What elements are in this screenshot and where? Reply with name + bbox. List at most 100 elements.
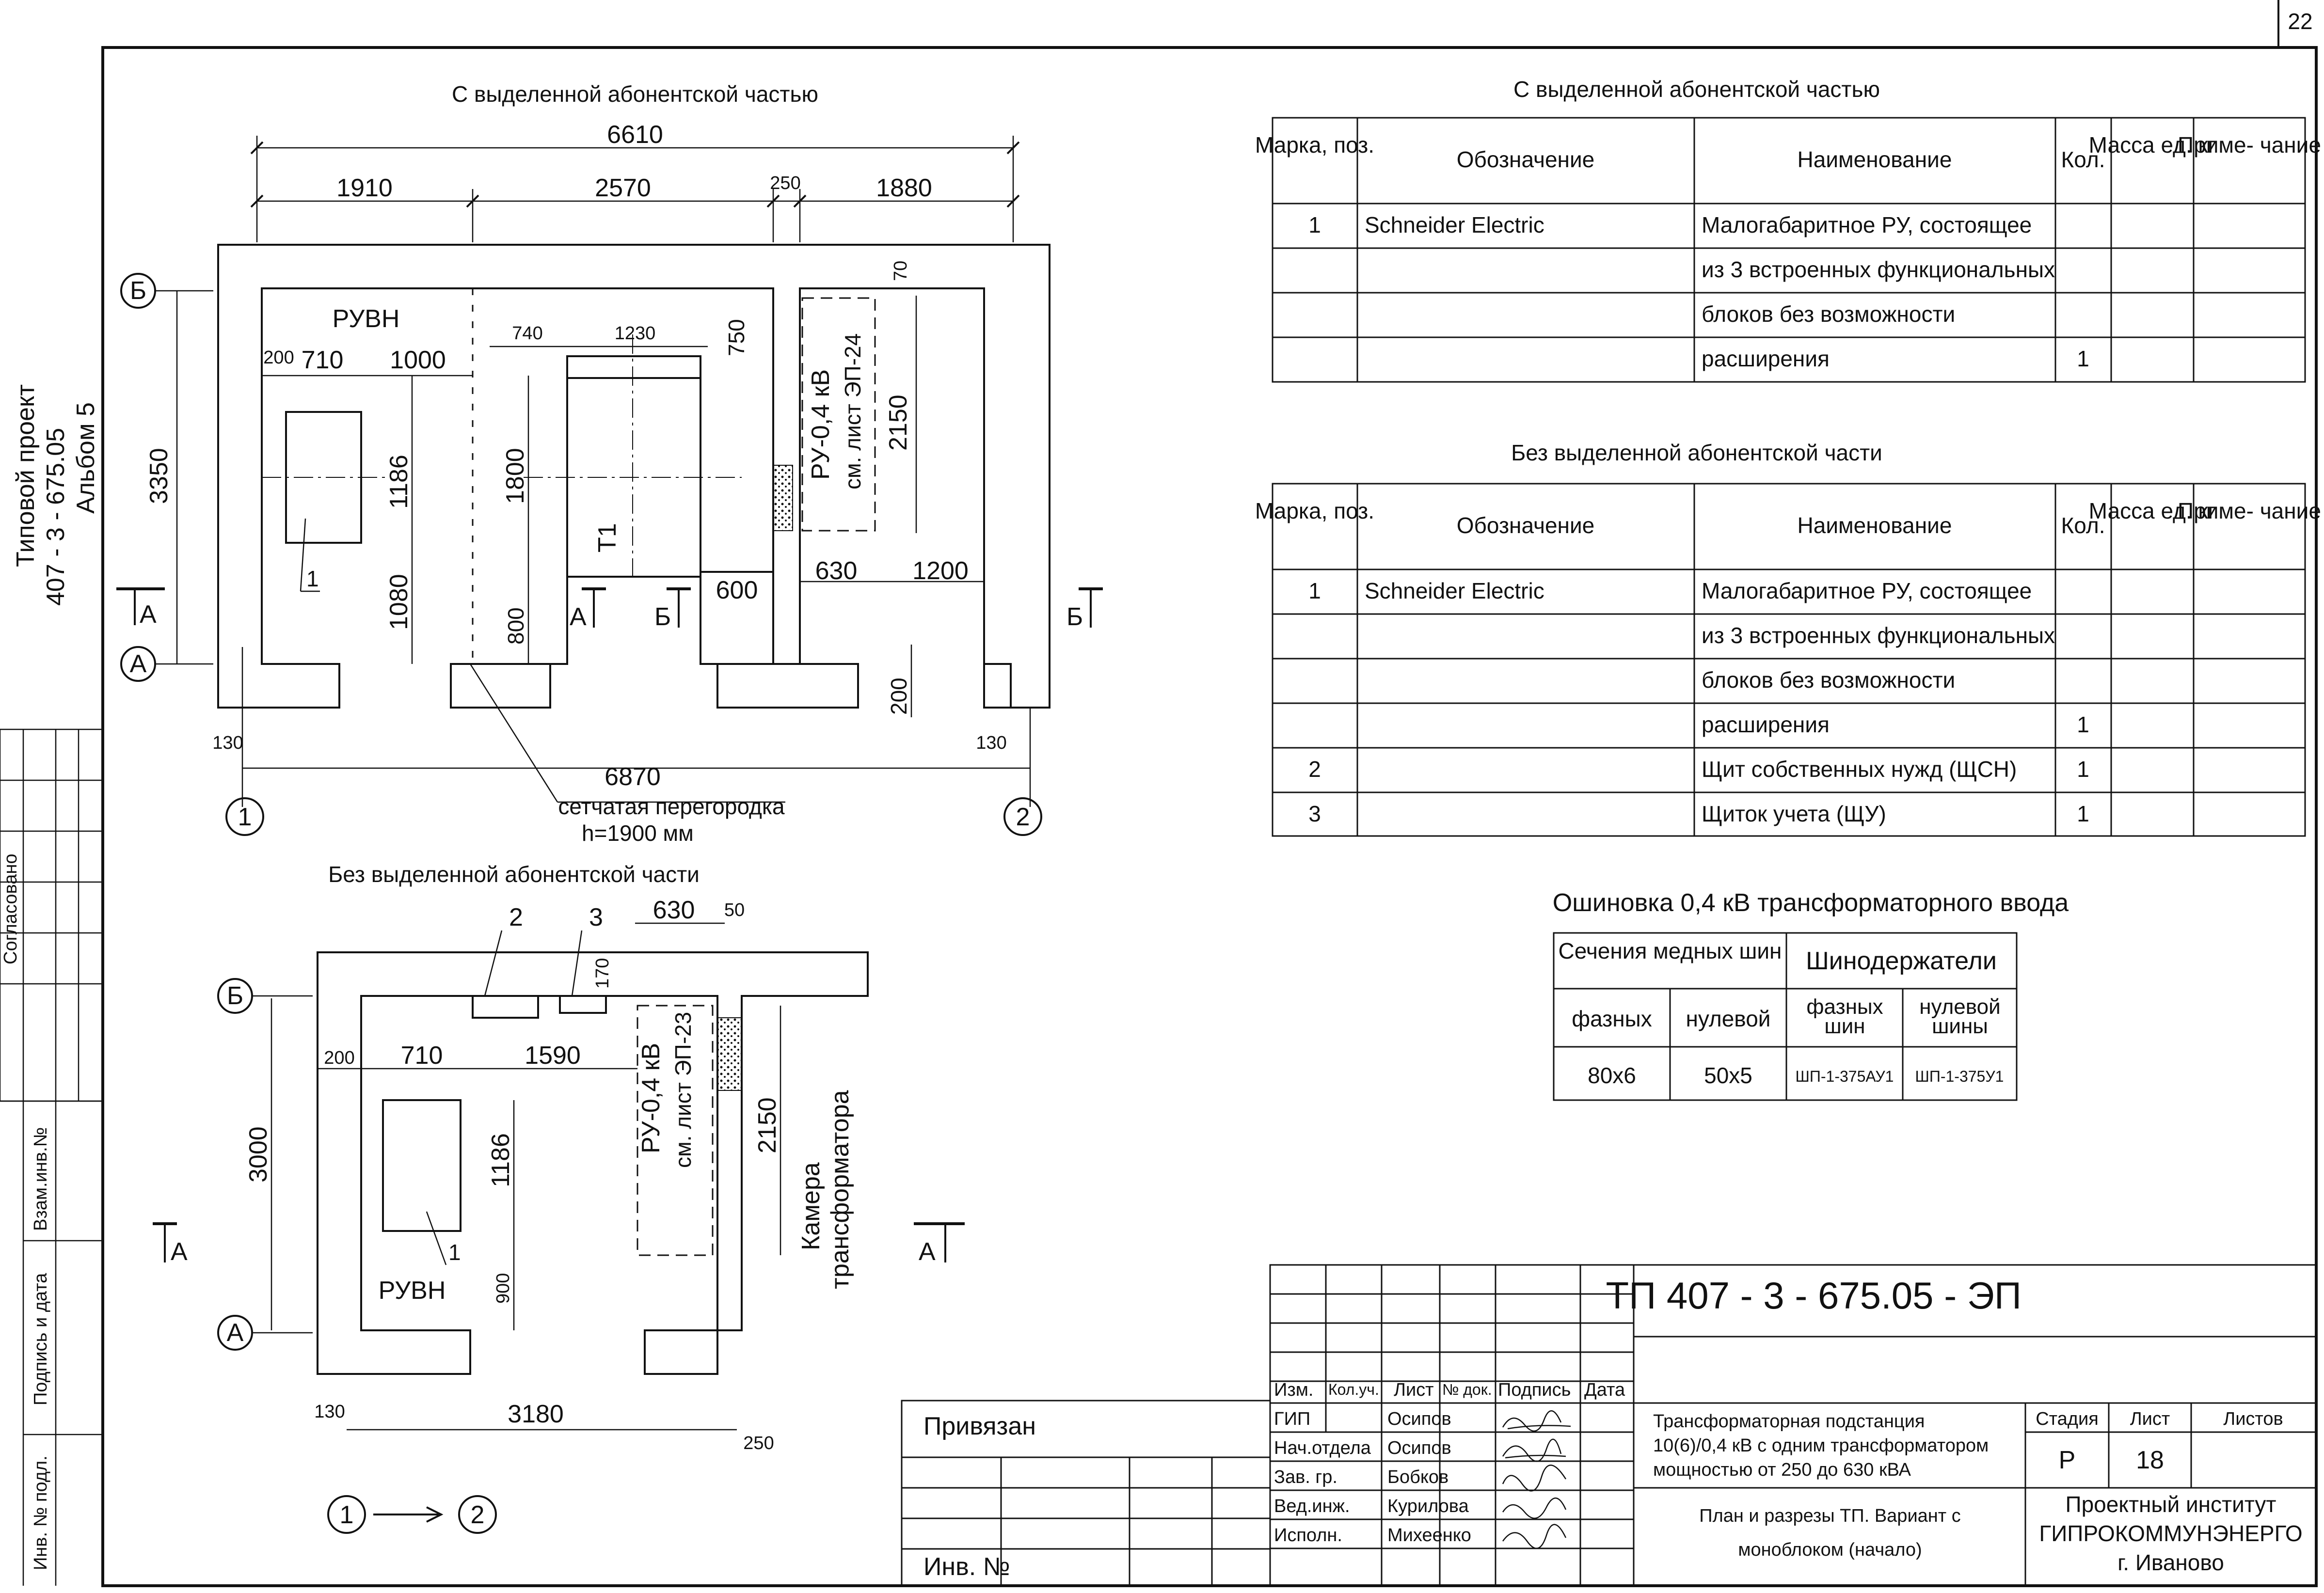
staff-4-name: Михеенко bbox=[1387, 1525, 1471, 1546]
staff-3-name: Курилова bbox=[1387, 1496, 1469, 1516]
axis-a-b: А bbox=[227, 1319, 244, 1347]
busbar-val-holder-neutral: ШП-1-375У1 bbox=[1915, 1068, 2004, 1085]
section-b-right: Б bbox=[1066, 603, 1083, 631]
plan-bottom-title: Без выделенной абонентской части bbox=[328, 862, 700, 887]
t1-rows: 1 Schneider Electric Малогабаритное РУ, … bbox=[1308, 212, 2089, 371]
t2-h-mark: Марка, поз. bbox=[1255, 498, 1374, 523]
mesh-label: сетчатая перегородка bbox=[558, 794, 785, 819]
dim-overall: 6610 bbox=[607, 121, 663, 149]
plan-bottom: Без выделенной абонентской части РУ-0,4 … bbox=[153, 862, 965, 1534]
dim-250: 250 bbox=[770, 173, 800, 193]
mesh-height: h=1900 мм bbox=[582, 820, 694, 846]
sheet-title-2: моноблоком (начало) bbox=[1738, 1540, 1922, 1560]
sheet-title-1: План и разрезы ТП. Вариант с bbox=[1699, 1506, 1961, 1526]
dim-250-b: 250 bbox=[743, 1433, 774, 1453]
t2-r5-name: Щиток учета (ЩУ) bbox=[1702, 801, 1886, 826]
leader-1: 1 bbox=[306, 566, 319, 591]
label-1: 1 bbox=[448, 1240, 461, 1265]
inv-label: Инв. № bbox=[923, 1553, 1010, 1581]
dim-50-b: 50 bbox=[724, 900, 745, 920]
col-sign: Подпись bbox=[1498, 1380, 1571, 1400]
dim-600: 600 bbox=[716, 576, 758, 604]
table1-title: С выделенной абонентской частью bbox=[1513, 77, 1880, 102]
busbar-sub-neutral-bus: нулевой шины bbox=[1919, 995, 2001, 1038]
staff-1-role: Нач.отдела bbox=[1274, 1438, 1371, 1458]
org-line-2: ГИПРОКОММУНЭНЕРГО bbox=[2039, 1521, 2302, 1546]
staff-2-name: Бобков bbox=[1387, 1467, 1449, 1487]
staff-4-role: Исполн. bbox=[1274, 1525, 1342, 1546]
page-number: 22 bbox=[2288, 9, 2312, 34]
col-ndok: № док. bbox=[1442, 1381, 1492, 1398]
object-line-2: 10(6)/0,4 кВ с одним трансформатором bbox=[1653, 1435, 1989, 1456]
t2-h-name: Наименование bbox=[1798, 513, 1952, 538]
busbar-sub-phase-bus: фазных шин bbox=[1806, 995, 1883, 1038]
busbar-table: Ошиновка 0,4 кВ трансформаторного ввода … bbox=[1553, 889, 2069, 1101]
dim-1186: 1186 bbox=[385, 455, 413, 509]
room-label-b: РУВН bbox=[379, 1277, 446, 1305]
title-block: Привязан Инв. № Изм. Кол.уч. Лист № док.… bbox=[901, 1264, 2317, 1587]
stamp-line-2: 407 - 3 - 675.05 bbox=[42, 428, 70, 606]
stage-value: Р bbox=[2059, 1446, 2076, 1474]
inv-orig-label: Инв. № подл. bbox=[31, 1455, 51, 1570]
t1-r1-name: из 3 встроенных функциональных bbox=[1702, 257, 2055, 282]
t1-h-qty: Кол. bbox=[2061, 147, 2105, 172]
busbar-head-sections: Сечения медных шин bbox=[1558, 938, 1782, 963]
org-line-1: Проектный институт bbox=[2066, 1492, 2276, 1517]
dim-630: 630 bbox=[815, 557, 858, 585]
t1-r0-des: Schneider Electric bbox=[1365, 212, 1544, 237]
t1-h-name: Наименование bbox=[1798, 147, 1952, 172]
t2-r4-qty: 1 bbox=[2077, 757, 2089, 782]
col-izm: Изм. bbox=[1274, 1380, 1313, 1400]
plan-top-title: С выделенной абонентской частью bbox=[452, 81, 818, 107]
t1-h-mass: Масса ед. кг bbox=[2089, 132, 2216, 158]
dim-710: 710 bbox=[302, 346, 344, 374]
table2-title: Без выделенной абонентской части bbox=[1511, 440, 1882, 465]
chamber-2: трансформатора bbox=[826, 1090, 854, 1289]
t2-r1-name: из 3 встроенных функциональных bbox=[1702, 623, 2055, 648]
sheet-value: 18 bbox=[2136, 1446, 2164, 1474]
t1-h-designation: Обозначение bbox=[1457, 147, 1595, 172]
stamp-line-3: Альбом 5 bbox=[72, 402, 100, 514]
busbar-title: Ошиновка 0,4 кВ трансформаторного ввода bbox=[1553, 889, 2069, 917]
t1-h-mark: Марка, поз. bbox=[1255, 132, 1374, 158]
t2-h-mass: Масса ед. кг bbox=[2089, 498, 2216, 523]
dim-130-left: 130 bbox=[212, 733, 243, 753]
dim-2150: 2150 bbox=[884, 394, 912, 451]
axis-a: А bbox=[130, 650, 147, 678]
axis-1-b: 1 bbox=[340, 1501, 354, 1529]
ru-ref-b: см. лист ЭП-23 bbox=[670, 1012, 696, 1168]
busbar-val-neutral: 50х5 bbox=[1704, 1063, 1752, 1088]
busbar-val-holder-phase: ШП-1-375АУ1 bbox=[1796, 1068, 1894, 1085]
dim-3000-b: 3000 bbox=[244, 1126, 272, 1183]
section-a-right-b: А bbox=[919, 1238, 936, 1266]
chamber-1: Камера bbox=[797, 1162, 825, 1250]
dim-1186-b: 1186 bbox=[487, 1133, 515, 1187]
dim-710-b: 710 bbox=[401, 1041, 443, 1070]
staff-3-role: Вед.инж. bbox=[1274, 1496, 1350, 1516]
t2-r0-mark: 1 bbox=[1308, 578, 1321, 603]
section-b-mid: Б bbox=[654, 603, 671, 631]
t1-r3-qty: 1 bbox=[2077, 346, 2089, 371]
t2-r4-name: Щит собственных нужд (ЩСН) bbox=[1702, 757, 2017, 782]
dim-1200: 1200 bbox=[912, 557, 969, 585]
org-line-3: г. Иваново bbox=[2117, 1550, 2224, 1575]
t2-h-designation: Обозначение bbox=[1457, 513, 1595, 538]
dim-900-b: 900 bbox=[493, 1273, 513, 1304]
project-stamp: Типовой проект 407 - 3 - 675.05 Альбом 5 bbox=[12, 384, 100, 606]
dim-6870: 6870 bbox=[605, 763, 661, 791]
dim-2150-b: 2150 bbox=[753, 1097, 781, 1153]
dim-2570: 2570 bbox=[595, 174, 651, 202]
section-a-left-b: А bbox=[171, 1238, 188, 1266]
t2-r3-qty: 1 bbox=[2077, 712, 2089, 737]
dim-200b: 200 bbox=[886, 678, 911, 715]
col-list: Лист bbox=[1394, 1380, 1434, 1400]
side-columns: Согласовано Взам.инв.№ Подпись и дата Ин… bbox=[0, 728, 104, 1586]
t1-r2-name: блоков без возможности bbox=[1702, 301, 1955, 327]
dim-1910: 1910 bbox=[336, 174, 393, 202]
dim-200: 200 bbox=[263, 347, 294, 368]
t2-r0-name: Малогабаритное РУ, состоящее bbox=[1702, 578, 2032, 603]
object-line-3: мощностью от 250 до 630 кВА bbox=[1653, 1460, 1911, 1480]
dim-630-b: 630 bbox=[653, 896, 695, 924]
t2-r0-des: Schneider Electric bbox=[1365, 578, 1544, 603]
staff-2-role: Зав. гр. bbox=[1274, 1467, 1337, 1487]
